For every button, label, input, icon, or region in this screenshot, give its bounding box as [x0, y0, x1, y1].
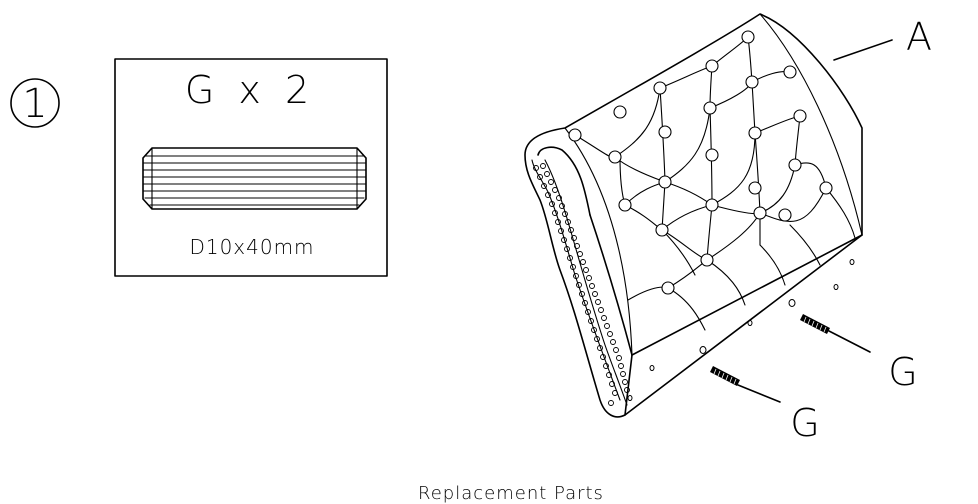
inserted-dowel-left: [710, 366, 740, 386]
parts-box-frame: [114, 58, 388, 277]
step-badge: 1: [10, 78, 60, 128]
leader-lines: [737, 39, 893, 403]
step-number: 1: [22, 81, 47, 127]
dowel-icon: [142, 147, 367, 210]
sofa-arm-panel: [524, 13, 863, 418]
nailhead-trim: [533, 163, 630, 406]
label-part-g-right: G: [888, 350, 917, 394]
tufting-buttons: [568, 30, 833, 295]
dowel-size: D10x40mm: [189, 235, 314, 259]
parts-box: G x 2 D10x40mm: [114, 58, 388, 277]
label-part-g-bottom: G: [790, 401, 819, 445]
bottom-holes: [627, 259, 855, 401]
caption: Replacement Parts: [418, 483, 604, 504]
step-circle: [10, 78, 60, 128]
leader-a: [833, 39, 893, 61]
panel-outline: [524, 13, 863, 418]
parts-quantity: G x 2: [185, 68, 315, 112]
label-part-a: A: [906, 15, 932, 59]
leader-g-right: [828, 330, 871, 353]
inserted-dowel-right: [800, 314, 830, 334]
leader-g-bottom: [737, 384, 781, 403]
